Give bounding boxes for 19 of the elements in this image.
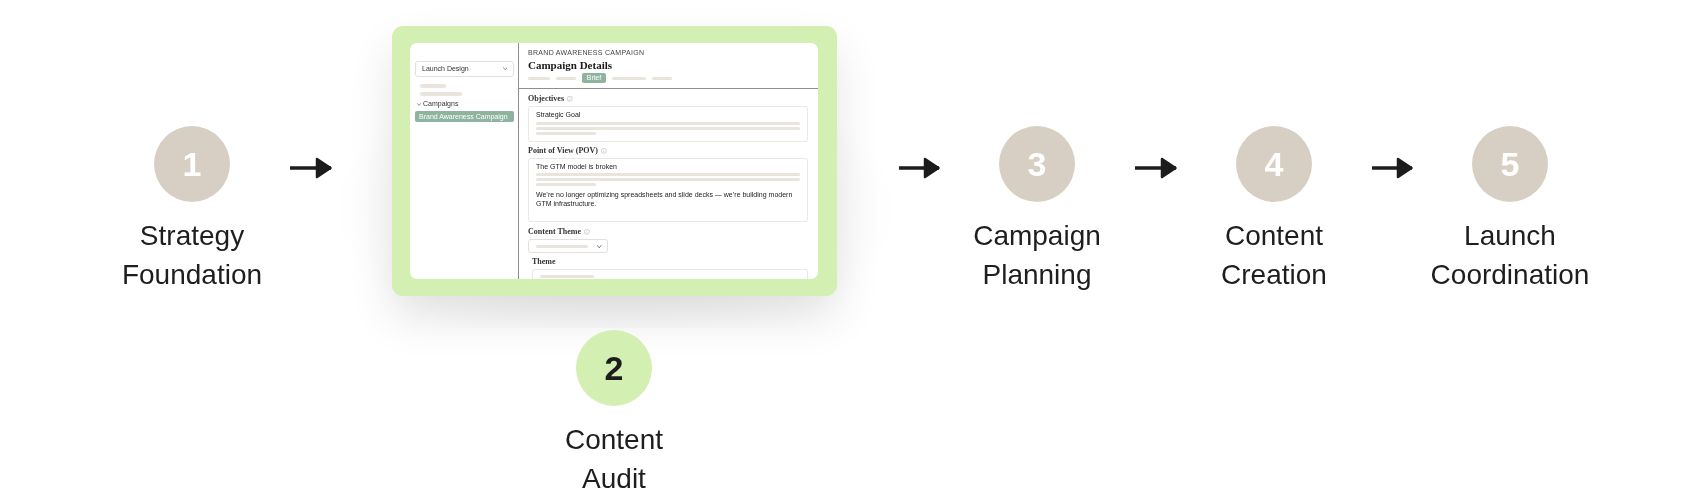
step-label: Content Creation (1220, 219, 1328, 292)
step-label: Content Audit (563, 423, 665, 496)
field-label: Theme (532, 257, 556, 267)
step-number: 1 (154, 126, 230, 202)
step-number: 2 (576, 330, 652, 406)
step-number: 5 (1472, 126, 1548, 202)
section-heading: Content Theme (528, 227, 581, 237)
arrow (1372, 157, 1413, 179)
step-label: Launch Coordination (1429, 219, 1591, 292)
section-heading: Point of View (POV) (528, 146, 598, 156)
step-number: 4 (1236, 126, 1312, 202)
step-label: Strategy Foundation (120, 219, 264, 292)
arrow (1135, 157, 1177, 179)
step-label: Campaign Planning (972, 219, 1102, 292)
page-title: Campaign Details (528, 59, 613, 73)
section-heading: Objectives (528, 94, 564, 104)
arrow (899, 157, 940, 179)
step-number: 3 (999, 126, 1075, 202)
arrow (290, 157, 332, 179)
